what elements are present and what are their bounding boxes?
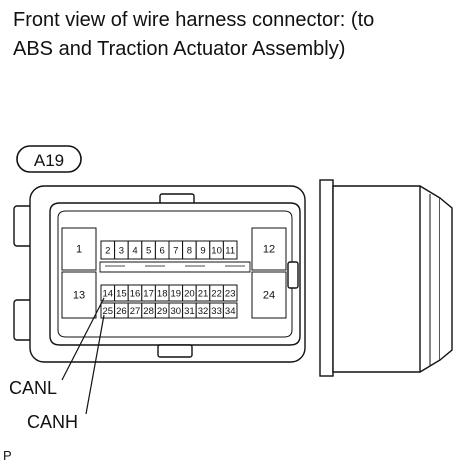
pin-label-22: 22	[211, 289, 222, 300]
pin-label-8: 8	[187, 246, 192, 257]
pin-label-6: 6	[160, 246, 165, 257]
pin-label-30: 30	[171, 306, 182, 317]
title-line-2: ABS and Traction Actuator Assembly)	[13, 38, 346, 60]
title-line-1: Front view of wire harness connector: (t…	[13, 9, 375, 31]
pin-label-24: 24	[263, 290, 275, 302]
connector-id: A19	[34, 151, 64, 170]
pin-cell-24	[251, 271, 287, 319]
pin-cell-1	[61, 227, 97, 271]
pin-cell-12	[251, 227, 287, 271]
pin-cell-11	[222, 240, 238, 260]
pin-label-18: 18	[157, 289, 168, 300]
pin-label-34: 34	[225, 306, 236, 317]
pin-cell-13	[61, 271, 97, 319]
pin-label-15: 15	[116, 289, 127, 300]
pin-cell-34	[222, 302, 238, 319]
pin-label-31: 31	[184, 306, 195, 317]
pin-label-17: 17	[143, 289, 154, 300]
pin-label-19: 19	[171, 289, 182, 300]
pin-label-32: 32	[198, 306, 209, 317]
pin-label-1: 1	[76, 244, 82, 256]
pin-label-16: 16	[130, 289, 141, 300]
pin-label-12: 12	[263, 244, 275, 256]
connector-plug-side	[319, 179, 453, 377]
pin-label-11: 11	[225, 246, 235, 257]
connector-id-badge: A19	[16, 145, 82, 173]
pin-label-20: 20	[184, 289, 195, 300]
pin-label-25: 25	[103, 306, 114, 317]
pin-cell-23	[222, 284, 238, 302]
pin-label-33: 33	[211, 306, 222, 317]
diagram-title: Front view of wire harness connector: (t…	[13, 6, 374, 64]
pin-label-3: 3	[119, 246, 124, 257]
pin-label-4: 4	[132, 246, 137, 257]
pin-label-7: 7	[173, 246, 178, 257]
corner-code: P	[3, 448, 12, 463]
canh-label: CANH	[27, 412, 79, 432]
pin-label-2: 2	[105, 246, 110, 257]
canl-leader-line	[61, 297, 105, 381]
pin-label-13: 13	[73, 290, 85, 302]
pin-label-10: 10	[211, 246, 222, 257]
pin-label-5: 5	[146, 246, 151, 257]
pin-label-14: 14	[103, 289, 114, 300]
pin-label-21: 21	[198, 289, 209, 300]
pin-label-27: 27	[130, 306, 141, 317]
pin-label-9: 9	[200, 246, 205, 257]
pin-label-29: 29	[157, 306, 168, 317]
pin-label-23: 23	[225, 289, 236, 300]
canh-leader-line	[85, 314, 105, 415]
pin-label-26: 26	[116, 306, 127, 317]
pin-label-28: 28	[143, 306, 154, 317]
canl-label: CANL	[9, 378, 58, 398]
